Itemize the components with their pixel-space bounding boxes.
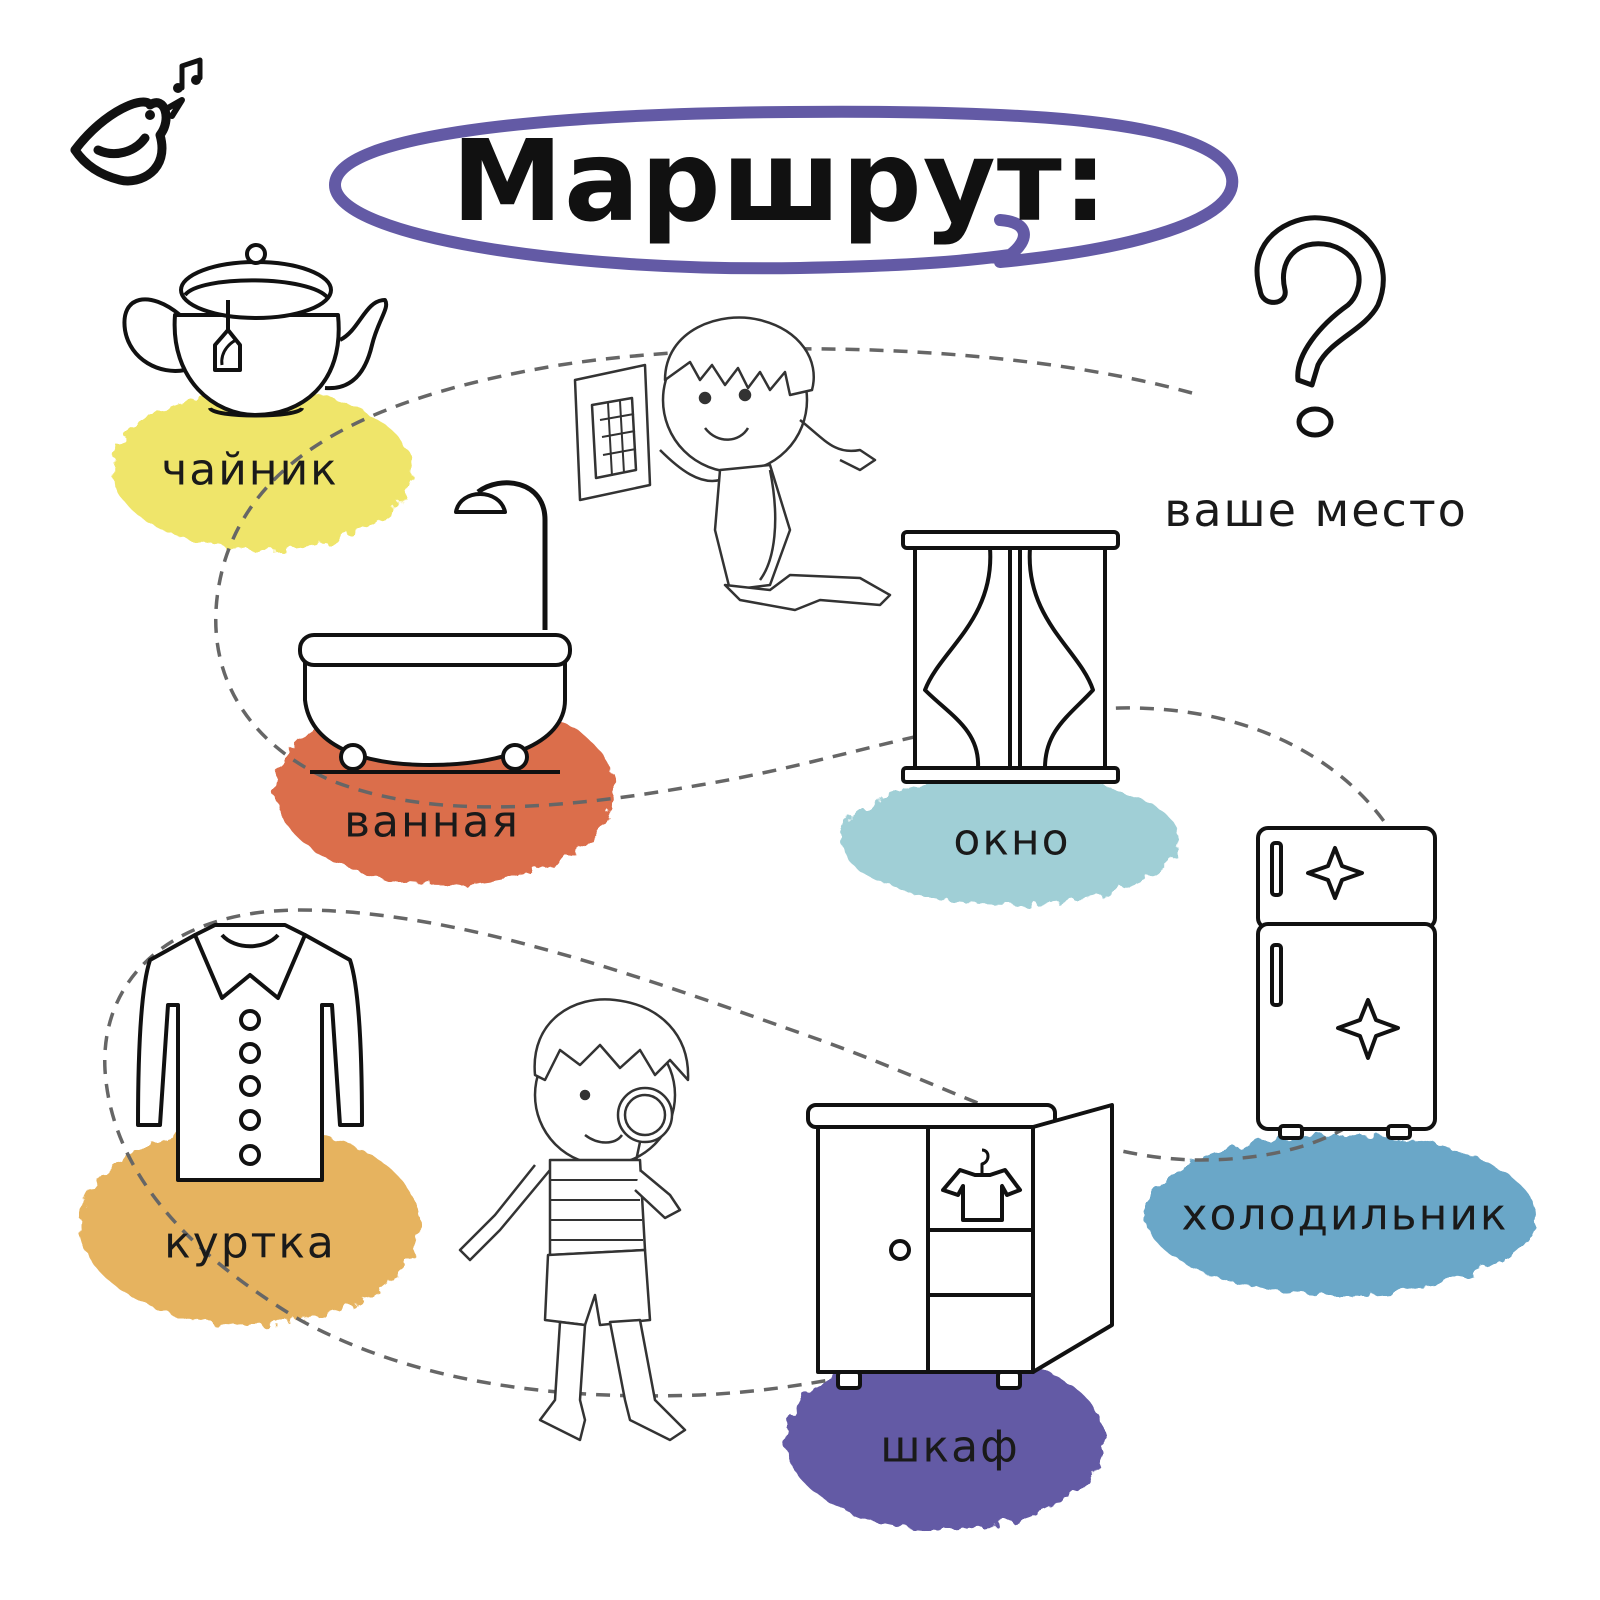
window-icon: [901, 530, 1120, 784]
page-title: Маршрут:: [451, 117, 1109, 247]
boy-with-magnifier-icon: [458, 998, 690, 1442]
girl-with-map-icon: [573, 316, 892, 612]
teapot-icon: [122, 243, 389, 418]
mustard-blob: [80, 1125, 420, 1325]
fridge-icon: [1256, 826, 1437, 1140]
bird-logo-icon: [70, 57, 203, 186]
blue-blob: [1145, 1135, 1535, 1295]
stop-label-jacket: куртка: [164, 1217, 336, 1269]
destination-label: ваше место: [1164, 483, 1468, 537]
title-ring: [328, 105, 1239, 275]
stop-label-fridge: холодильник: [1181, 1189, 1509, 1241]
yellow-blob: [112, 390, 412, 550]
light-blue-blob: [840, 775, 1180, 905]
stop-label-wardrobe: шкаф: [880, 1421, 1020, 1473]
purple-blob: [785, 1350, 1105, 1530]
stop-label-teapot: чайник: [161, 444, 339, 496]
stop-label-window: окно: [953, 814, 1071, 866]
question-mark-icon: [1254, 215, 1386, 438]
wardrobe-icon: [806, 1103, 1114, 1390]
stop-label-bathtub: ванная: [344, 796, 520, 848]
bathtub-icon: [298, 480, 572, 774]
jacket-icon: [136, 923, 364, 1182]
